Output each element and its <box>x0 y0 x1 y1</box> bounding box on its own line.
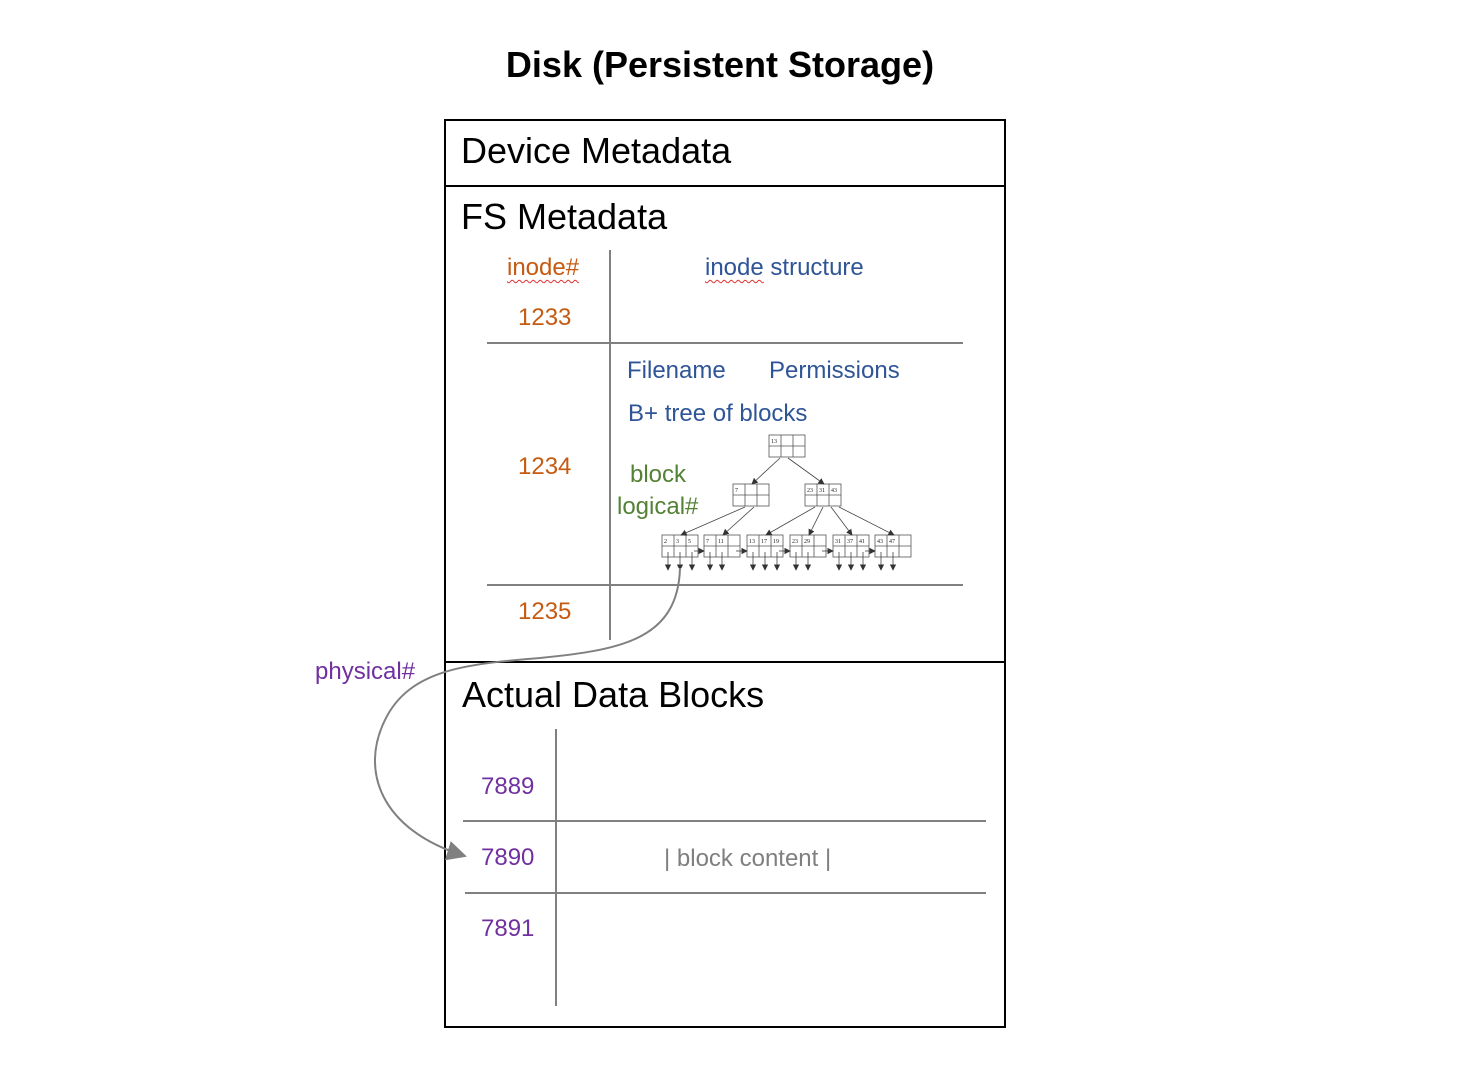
btree-pointer <box>808 506 824 536</box>
device-metadata-title: Device Metadata <box>461 130 732 171</box>
data-table-row-divider <box>465 892 986 894</box>
btree-pointer <box>722 506 755 536</box>
data-blocks-title: Actual Data Blocks <box>462 674 765 715</box>
btree-key: 13 <box>749 539 755 545</box>
btree-key: 3 <box>676 539 679 545</box>
btree-key: 29 <box>804 539 810 545</box>
inode-row-number: 1235 <box>518 598 572 625</box>
block-content: | block content | <box>664 845 832 872</box>
btree-key: 5 <box>688 539 691 545</box>
diagram-title: Disk (Persistent Storage) <box>505 44 935 85</box>
btree-pointer <box>787 457 825 485</box>
btree-key: 23 <box>807 488 813 494</box>
inode-field-permissions: Permissions <box>769 357 900 384</box>
btree-pointer <box>765 506 816 536</box>
block-logical-label-line1: block <box>630 461 687 488</box>
data-block-number: 7891 <box>481 915 535 942</box>
fs-metadata-title: FS Metadata <box>461 196 668 237</box>
btree-pointer <box>830 506 853 536</box>
btree-pointer <box>838 506 895 536</box>
inode-row-number: 1233 <box>518 304 572 331</box>
btree-key: 7 <box>735 488 738 494</box>
inode-table-vertical-divider <box>609 250 611 640</box>
btree-key: 47 <box>889 539 895 545</box>
btree-key: 11 <box>718 539 724 545</box>
data-block-number: 7889 <box>481 773 535 800</box>
inode-field-filename: Filename <box>627 357 726 384</box>
btree-key: 2 <box>664 539 667 545</box>
inode-number-header: inode# <box>507 254 579 282</box>
btree-key: 43 <box>877 539 883 545</box>
btree-key: 19 <box>773 539 779 545</box>
btree-key: 41 <box>859 539 865 545</box>
inode-number-header-text: inode# <box>507 254 580 281</box>
btree-key: 13 <box>771 439 777 445</box>
inode-table-row-divider <box>487 342 963 344</box>
physical-pointer-arrow <box>373 567 681 861</box>
btree-pointer <box>680 506 746 536</box>
btree-key: 37 <box>847 539 853 545</box>
btree-pointer <box>751 457 781 485</box>
inode-structure-header: inode structure <box>705 254 864 282</box>
inode-field-btree: B+ tree of blocks <box>628 400 808 427</box>
btree-key: 7 <box>706 539 709 545</box>
btree-key: 31 <box>819 488 825 494</box>
btree-key: 31 <box>835 539 841 545</box>
btree-key: 17 <box>761 539 767 545</box>
physical-number-label: physical# <box>315 658 416 685</box>
data-table-vertical-divider <box>555 729 557 1006</box>
inode-row-number: 1234 <box>518 453 572 480</box>
block-logical-label-line2: logical# <box>617 493 699 520</box>
inode-structure-header-word1: inode <box>705 254 764 281</box>
btree-key: 23 <box>792 539 798 545</box>
data-block-number: 7890 <box>481 844 535 871</box>
data-table-row-divider <box>463 820 986 822</box>
btree-key: 43 <box>831 488 837 494</box>
inode-structure-header-word2: structure <box>770 254 864 281</box>
inode-table-row-divider <box>487 584 963 586</box>
